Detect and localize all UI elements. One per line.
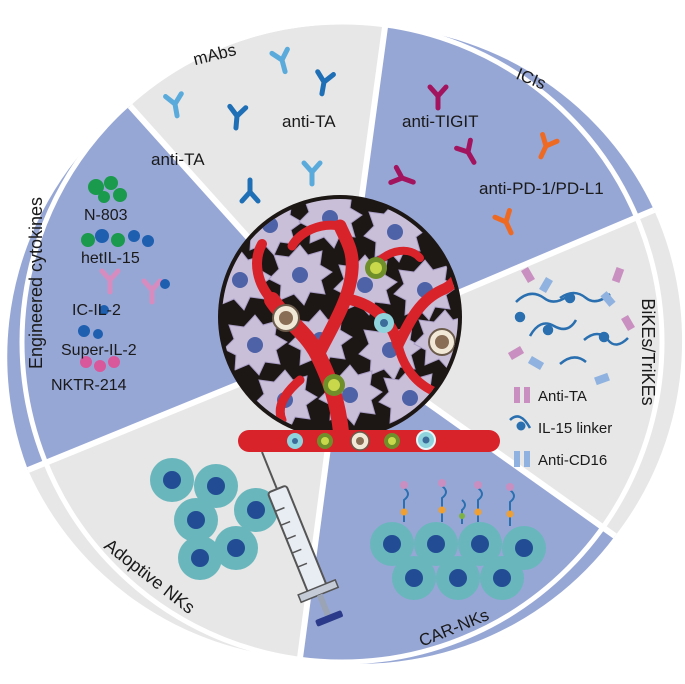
cytokines-title: Engineered cytokines — [26, 197, 46, 369]
car-domains — [400, 479, 514, 519]
car-nk-cells — [370, 479, 546, 600]
il15-linker-icon — [509, 415, 532, 431]
core-nk-cells — [272, 257, 456, 396]
cytokine-item: hetIL-15 — [81, 250, 140, 267]
nk-cell-icon — [480, 556, 524, 600]
nk-cell-icon — [392, 556, 436, 600]
bike-constructs — [514, 291, 629, 365]
bikes-legend-ta: Anti-TA — [538, 388, 587, 405]
nktr214-icon — [80, 356, 120, 372]
nk-cell-icon — [174, 498, 218, 542]
car-receptors — [403, 485, 515, 526]
bikes-legend-linker: IL-15 linker — [538, 420, 612, 437]
bike-arms — [507, 266, 635, 386]
nk-cell-icon — [436, 556, 480, 600]
nk-cell-icon — [150, 458, 194, 502]
n803-icon — [88, 176, 127, 203]
cytokine-item: Super-IL-2 — [61, 342, 137, 359]
hetil15-icon — [81, 229, 154, 247]
mabs-label-left: anti-TA — [151, 150, 205, 169]
cytokine-item: IC-IL-2 — [72, 302, 121, 319]
anti-cd16-arm-icon — [514, 451, 530, 467]
cytokine-molecules — [78, 176, 170, 372]
icis-label-tigit: anti-TIGIT — [402, 112, 479, 131]
mabs-label-right: anti-TA — [282, 112, 336, 131]
nk-cell-icon — [178, 536, 222, 580]
syringe-icon — [261, 451, 343, 627]
sector-adoptive — [28, 342, 342, 658]
sector-cytokines — [7, 106, 343, 470]
vessel-cells — [287, 430, 436, 451]
super-il2-icon — [78, 325, 103, 339]
bike-legend-symbols — [509, 387, 532, 467]
bikes-title: BiKEs/TriKEs — [638, 298, 658, 405]
icis-label-pd1: anti-PD-1/PD-L1 — [479, 179, 604, 198]
bikes-legend-cd16: Anti-CD16 — [538, 452, 607, 469]
cytokine-item: NKTR-214 — [51, 377, 127, 394]
tumor-core — [218, 195, 500, 452]
ic-il2-icon — [99, 268, 170, 315]
cytokine-item: N-803 — [84, 207, 128, 224]
anti-ta-arm-icon — [514, 387, 530, 403]
sector-bikes — [342, 210, 683, 536]
